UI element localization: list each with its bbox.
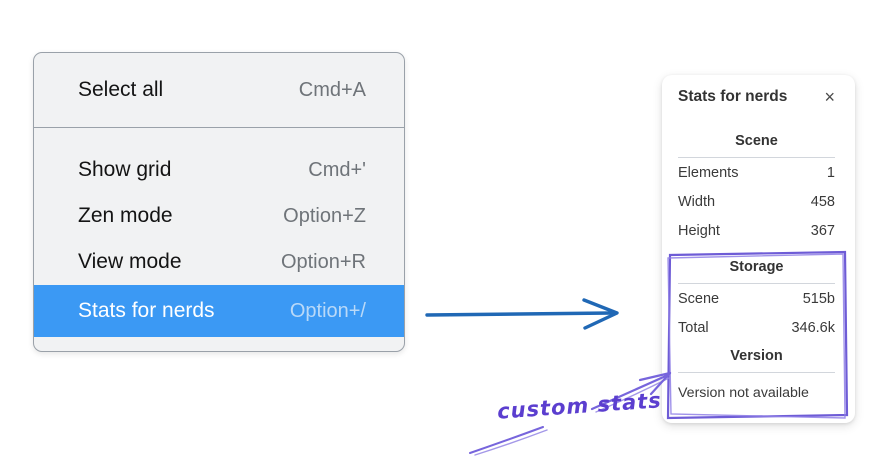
stat-value: 1 <box>826 164 835 181</box>
stats-panel: Stats for nerds × Scene Elements 1 Width… <box>662 75 855 423</box>
storage-section-heading: Storage <box>729 259 784 275</box>
stats-panel-title: Stats for nerds <box>678 88 788 105</box>
menu-item-label: Show grid <box>78 158 172 181</box>
menu-item-show-grid[interactable]: Show grid Cmd+' <box>34 147 404 193</box>
menu-group: Show grid Cmd+' Zen mode Option+Z View m… <box>34 128 404 337</box>
stat-row-storage-scene: Scene 515b <box>678 284 835 313</box>
scene-section-heading: Scene <box>735 133 778 149</box>
stat-label: Scene <box>678 290 720 307</box>
stat-label: Elements <box>678 164 739 181</box>
menu-item-shortcut: Option+Z <box>283 204 366 227</box>
stat-row-elements: Elements 1 <box>678 158 835 187</box>
menu-item-stats-for-nerds[interactable]: Stats for nerds Option+/ <box>34 285 404 337</box>
menu-item-select-all[interactable]: Select all Cmd+A <box>34 53 404 127</box>
stat-value: 458 <box>810 193 835 210</box>
menu-item-label: Select all <box>78 78 164 101</box>
section-divider <box>678 157 835 158</box>
close-icon[interactable]: × <box>824 87 835 107</box>
menu-item-shortcut: Option+R <box>280 250 366 273</box>
stat-value: 367 <box>810 222 835 239</box>
blue-arrow <box>425 298 619 330</box>
section-divider <box>678 372 835 373</box>
stats-panel-titlebar: Stats for nerds × <box>678 87 835 107</box>
menu-item-shortcut: Option+/ <box>289 299 366 322</box>
menu-divider <box>34 127 404 128</box>
stat-label: Total <box>678 319 709 336</box>
stat-row-storage-total: Total 346.6k <box>678 313 835 342</box>
stat-label: Height <box>678 222 720 239</box>
menu-item-label: View mode <box>78 250 182 273</box>
purple-arrow <box>469 371 672 456</box>
version-note: Version not available <box>678 385 809 401</box>
menu-item-label: Zen mode <box>78 204 173 227</box>
menu-item-shortcut: Cmd+' <box>308 158 366 181</box>
menu-item-view-mode[interactable]: View mode Option+R <box>34 239 404 285</box>
annotation-label: custom stats <box>496 388 663 424</box>
stat-row-height: Height 367 <box>678 216 835 245</box>
menu-item-shortcut: Cmd+A <box>298 78 366 101</box>
menu-item-label: Stats for nerds <box>78 299 215 322</box>
stat-value: 515b <box>802 290 835 307</box>
version-section-heading: Version <box>730 348 783 364</box>
stat-value: 346.6k <box>791 319 835 336</box>
context-menu: Select all Cmd+A Show grid Cmd+' Zen mod… <box>33 52 405 352</box>
stat-row-width: Width 458 <box>678 187 835 216</box>
menu-item-zen-mode[interactable]: Zen mode Option+Z <box>34 193 404 239</box>
stat-label: Width <box>678 193 716 210</box>
